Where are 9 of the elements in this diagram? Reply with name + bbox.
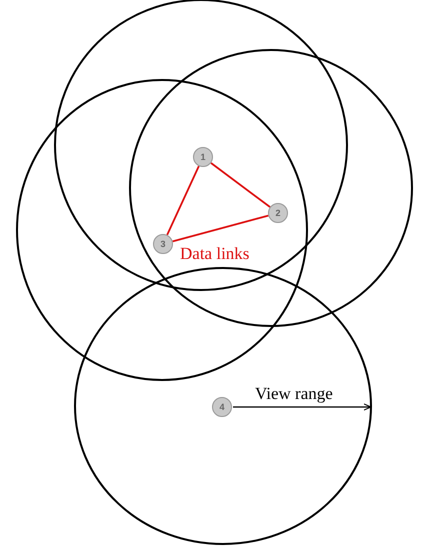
range-label: View range: [255, 385, 333, 403]
data-link-line: [172, 214, 269, 242]
numbered-circle: 1: [193, 147, 213, 167]
caption-text: Data links: [180, 245, 250, 263]
numbered-circle: 3: [153, 234, 173, 254]
data-link-line: [166, 166, 200, 236]
numbered-circle: 2: [268, 203, 288, 223]
data-link-line: [210, 162, 271, 208]
numbered-circle: 4: [212, 397, 232, 417]
